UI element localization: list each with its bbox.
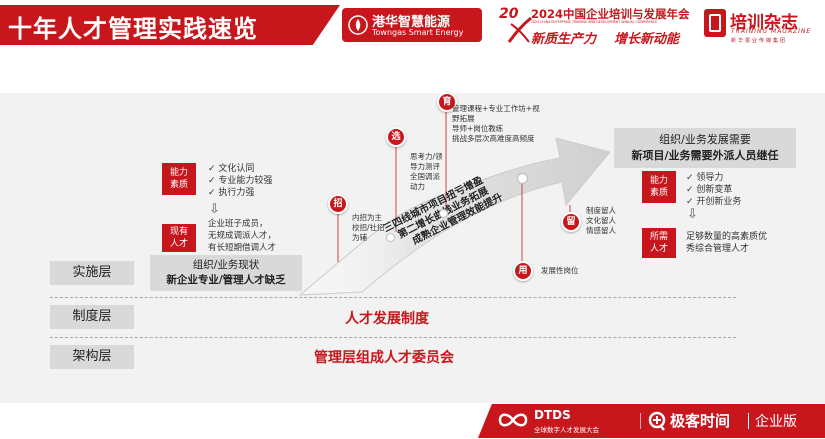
list-item: ✓ 文化认同 bbox=[208, 164, 255, 174]
layer-architecture-content: 管理层组成人才委员会 bbox=[314, 350, 454, 366]
conf-title: 2024中国企业培训与发展年会 bbox=[531, 7, 690, 21]
list-item: ✓ 专业能力较强 bbox=[208, 176, 273, 186]
stage-xuan: 选 bbox=[386, 127, 406, 147]
org-need-box: 组织/业务发展需要 新项目/业务需要外派人员继任 bbox=[614, 128, 796, 168]
magazine-name-en: TRAINING MAGAZINE bbox=[731, 28, 812, 35]
stage-xuan-text: 思考力/领 导力测评 全国调派 动力 bbox=[410, 152, 443, 191]
footer-divider bbox=[748, 413, 749, 429]
list-item: ✓ 创新变革 bbox=[686, 185, 733, 195]
towngas-name-cn: 港华智慧能源 bbox=[372, 15, 451, 30]
infinity-icon bbox=[498, 413, 528, 427]
needed-talent-label: 所需 人才 bbox=[642, 228, 676, 258]
footer-banner bbox=[478, 404, 825, 438]
list-item: ✓ 领导力 bbox=[686, 173, 724, 183]
layer-system-content: 人才发展制度 bbox=[345, 311, 429, 327]
footer-divider bbox=[640, 413, 641, 429]
left-ability-list: ✓ 文化认同 ✓ 专业能力较强 ✓ 执行力强 bbox=[208, 163, 272, 199]
path-dot bbox=[517, 173, 528, 184]
flame-icon bbox=[348, 15, 368, 35]
stage-zhao: 招 bbox=[328, 194, 348, 214]
magazine-name-cn: 培训杂志 bbox=[730, 13, 798, 33]
org-status-line2: 新企业专业/管理人才缺乏 bbox=[166, 274, 286, 286]
page-title: 十年人才管理实践速览 bbox=[8, 15, 258, 43]
edition-label: 企业版 bbox=[755, 414, 797, 430]
layer-divider bbox=[50, 337, 736, 338]
conf-swoosh-icon bbox=[507, 16, 532, 43]
conf-slogan-2: 增长新动能 bbox=[614, 32, 680, 47]
stage-yu-text: 管理课程+专业工作坊+视 野拓展 导师+岗位教练 挑战多层次高难度高频度 bbox=[452, 104, 540, 143]
current-talent-label: 现有 人才 bbox=[162, 224, 196, 252]
dtds-title: DTDS bbox=[534, 408, 571, 422]
stage-liu: 留 bbox=[561, 212, 581, 232]
layer-system: 制度层 bbox=[50, 305, 134, 329]
magazine-publisher: 新华报业传媒集团 bbox=[731, 38, 788, 44]
magazine-logo: 培训杂志 TRAINING MAGAZINE 新华报业传媒集团 bbox=[704, 6, 822, 46]
path-dot bbox=[386, 233, 395, 242]
stage-yu: 育 bbox=[437, 92, 457, 112]
conf-year: 20 bbox=[499, 6, 519, 22]
org-status-line1: 组织/业务现状 bbox=[192, 259, 260, 271]
org-need-line2: 新项目/业务需要外派人员继任 bbox=[631, 149, 779, 162]
stage-liu-text: 制度留人 文化留人 情感留人 bbox=[586, 206, 616, 235]
org-need-line1: 组织/业务发展需要 bbox=[659, 133, 751, 146]
header: 十年人才管理实践速览 港华智慧能源 Towngas Smart Energy 2… bbox=[0, 0, 825, 48]
left-ability-label: 能力 素质 bbox=[162, 163, 196, 195]
path-dot bbox=[439, 209, 448, 218]
down-arrow-icon: ⇩ bbox=[687, 207, 698, 222]
conf-slogan-1: 新质生产力 bbox=[531, 32, 597, 47]
footer: DTDS 全球数字人才发展大会 极客时间 企业版 bbox=[0, 403, 825, 439]
layer-implementation: 实施层 bbox=[50, 261, 134, 285]
magazine-emblem-icon bbox=[704, 9, 726, 37]
title-banner bbox=[0, 5, 340, 45]
geek-logo-icon bbox=[648, 411, 666, 431]
towngas-logo: 港华智慧能源 Towngas Smart Energy bbox=[342, 8, 482, 42]
list-item: ✓ 开创新业务 bbox=[686, 197, 742, 207]
stage-zhao-text: 内招为主 校招/社招 为辅 bbox=[352, 213, 385, 242]
geek-name: 极客时间 bbox=[670, 412, 731, 430]
list-item: ✓ 执行力强 bbox=[208, 188, 255, 198]
down-arrow-icon: ⇩ bbox=[209, 202, 220, 217]
right-ability-list: ✓ 领导力 ✓ 创新变革 ✓ 开创新业务 bbox=[686, 172, 741, 208]
layer-divider bbox=[50, 297, 736, 298]
right-ability-label: 能力 素质 bbox=[642, 171, 676, 203]
conference-logo: 20 2024中国企业培训与发展年会 2024 CHINA ENTERPRISE… bbox=[497, 4, 697, 47]
layer-architecture: 架构层 bbox=[50, 345, 134, 369]
current-talent-text: 企业班子成员， 无规成调派人才， 有长短期借调人才 bbox=[208, 219, 277, 253]
conf-subtitle: 2024 CHINA ENTERPRISE TRAINING AND DEVEL… bbox=[531, 20, 658, 24]
needed-talent-text: 足够数量的高素质优 秀综合管理人才 bbox=[686, 232, 768, 254]
org-status-box: 组织/业务现状 新企业专业/管理人才缺乏 bbox=[150, 255, 302, 291]
dtds-subtitle: 全球数字人才发展大会 bbox=[534, 426, 599, 434]
towngas-name-en: Towngas Smart Energy bbox=[372, 28, 464, 37]
stage-yong: 用 bbox=[513, 261, 533, 281]
stage-yong-text: 发展性岗位 bbox=[541, 266, 579, 275]
